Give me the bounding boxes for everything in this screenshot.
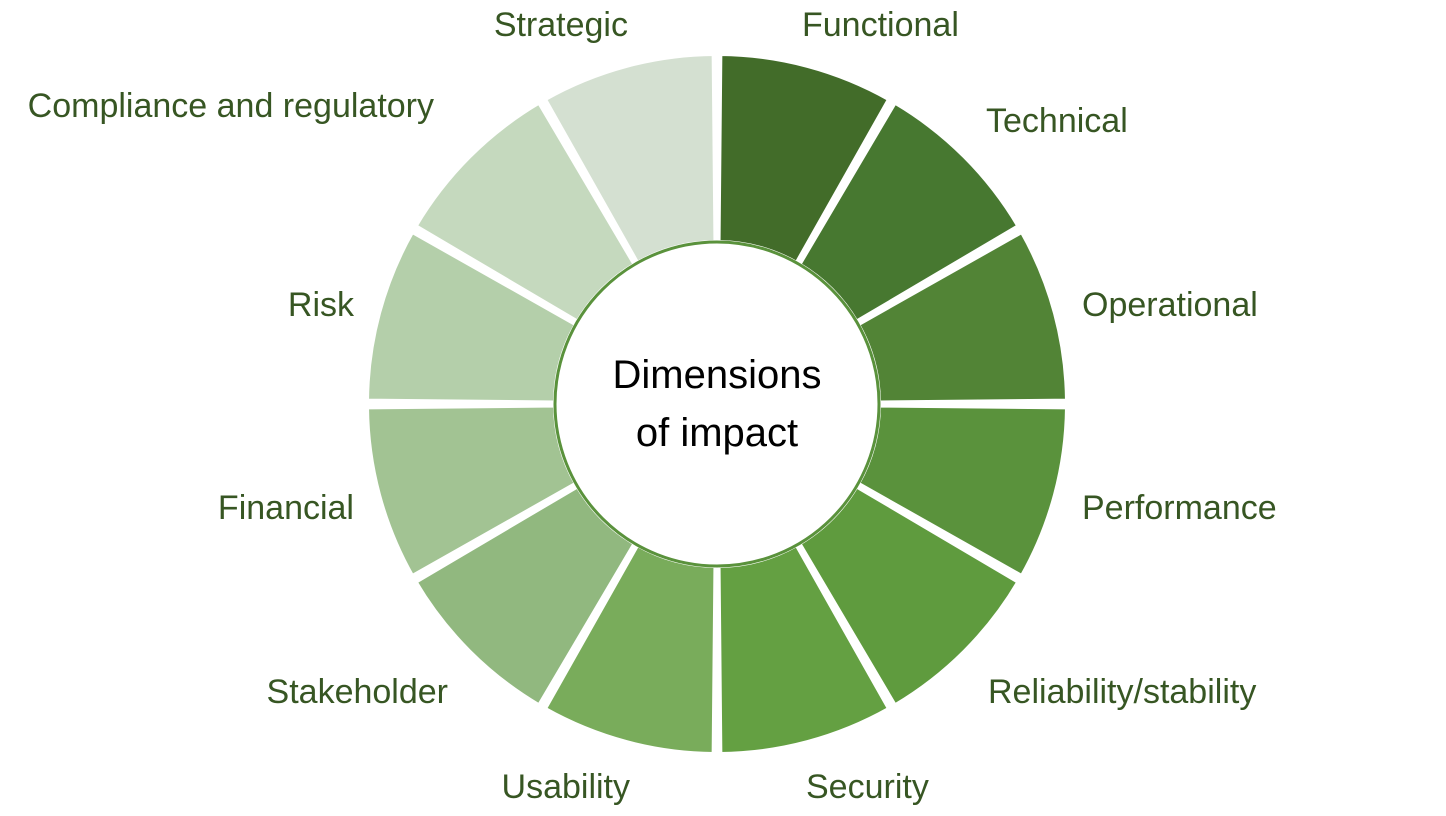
- label-stakeholder: Stakeholder: [267, 673, 448, 711]
- center-circle: [553, 240, 881, 568]
- label-security: Security: [806, 768, 929, 806]
- label-risk: Risk: [288, 286, 355, 324]
- label-operational: Operational: [1082, 286, 1258, 324]
- label-strategic: Strategic: [494, 6, 628, 44]
- label-compliance: Compliance and regulatory: [28, 87, 434, 125]
- label-reliability: Reliability/stability: [988, 673, 1256, 711]
- label-usability: Usability: [502, 768, 630, 806]
- wheel-segments: [364, 51, 1069, 757]
- center-title-line-2: of impact: [636, 411, 798, 455]
- segment-labels: Functional Technical Operational Perform…: [28, 6, 1277, 806]
- label-functional: Functional: [802, 6, 959, 44]
- center-title-line-1: Dimensions: [613, 353, 822, 397]
- label-technical: Technical: [986, 102, 1128, 140]
- label-financial: Financial: [218, 489, 354, 527]
- label-performance: Performance: [1082, 489, 1277, 527]
